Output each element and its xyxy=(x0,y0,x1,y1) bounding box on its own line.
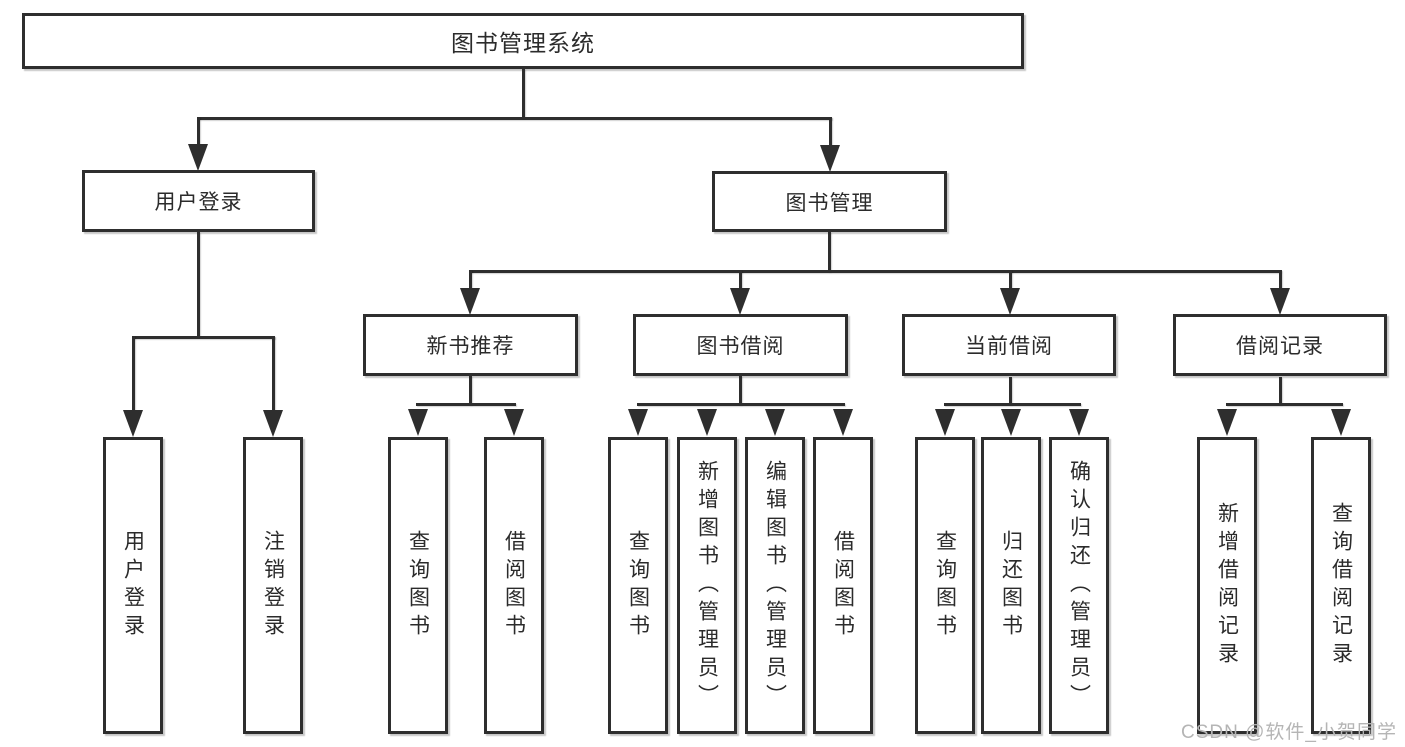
arrow-down-icon xyxy=(820,145,840,172)
connector-drop xyxy=(1279,270,1282,289)
arrow-down-icon xyxy=(628,409,648,436)
node-book-management: 图书管理 xyxy=(712,171,947,232)
connector-level1-rail xyxy=(197,117,832,120)
leaf-return-books: 归还图书 xyxy=(981,437,1041,734)
leaf-query-books: 查询图书 xyxy=(915,437,975,734)
arrow-down-icon xyxy=(1000,288,1020,315)
arrow-down-icon xyxy=(1217,409,1237,436)
leaf-borrow-books: 借阅图书 xyxy=(484,437,544,734)
connector-user-login-rail xyxy=(132,336,275,339)
leaf-edit-books-admin: 编辑图书（管理员） xyxy=(745,437,805,734)
leaf-user-login: 用户登录 xyxy=(103,437,163,734)
leaf-query-borrow-record: 查询借阅记录 xyxy=(1311,437,1371,734)
connector-stem xyxy=(739,376,742,405)
arrow-down-icon xyxy=(1270,288,1290,315)
arrow-down-icon xyxy=(1001,409,1021,436)
leaf-confirm-return-admin: 确认归还（管理员） xyxy=(1049,437,1109,734)
connector-drop xyxy=(272,336,275,410)
leaf-add-borrow-record: 新增借阅记录 xyxy=(1197,437,1257,734)
connector-stem xyxy=(1279,377,1282,405)
connector-rail xyxy=(416,403,516,406)
connector-drop xyxy=(132,336,135,410)
arrow-down-icon xyxy=(460,288,480,315)
leaf-query-books: 查询图书 xyxy=(388,437,448,734)
arrow-down-icon xyxy=(1331,409,1351,436)
node-borrowing-records: 借阅记录 xyxy=(1173,314,1387,376)
connector-level2-rail xyxy=(469,270,1281,273)
arrow-down-icon xyxy=(730,288,750,315)
connector-drop xyxy=(739,270,742,289)
arrow-down-icon xyxy=(408,409,428,436)
connector-stem xyxy=(1009,377,1012,405)
arrow-down-icon xyxy=(833,409,853,436)
connector-user-login-stem xyxy=(197,232,200,337)
connector-stem xyxy=(469,376,472,405)
connector-rail xyxy=(944,403,1081,406)
node-new-book-recommend: 新书推荐 xyxy=(363,314,578,376)
connector-drop xyxy=(469,270,472,289)
arrow-down-icon xyxy=(123,410,143,437)
arrow-down-icon xyxy=(765,409,785,436)
leaf-borrow-books: 借阅图书 xyxy=(813,437,873,734)
connector-user-login-drop xyxy=(197,117,200,145)
arrow-down-icon xyxy=(697,409,717,436)
connector-root-drop xyxy=(522,69,525,118)
node-book-borrowing: 图书借阅 xyxy=(633,314,848,376)
connector-book-mgmt-drop xyxy=(829,117,832,145)
leaf-logout: 注销登录 xyxy=(243,437,303,734)
arrow-down-icon xyxy=(263,410,283,437)
arrow-down-icon xyxy=(935,409,955,436)
node-current-borrowing: 当前借阅 xyxy=(902,314,1116,376)
connector-rail xyxy=(1226,403,1343,406)
arrow-down-icon xyxy=(188,144,208,171)
connector-drop xyxy=(1009,270,1012,289)
leaf-query-books: 查询图书 xyxy=(608,437,668,734)
node-library-system: 图书管理系统 xyxy=(22,13,1024,69)
csdn-watermark: CSDN @软件_小贺同学 xyxy=(1181,722,1397,743)
arrow-down-icon xyxy=(1069,409,1089,436)
node-user-login: 用户登录 xyxy=(82,170,315,232)
leaf-add-books-admin: 新增图书（管理员） xyxy=(677,437,737,734)
arrow-down-icon xyxy=(504,409,524,436)
connector-rail xyxy=(637,403,845,406)
connector-book-mgmt-stem xyxy=(828,232,831,272)
